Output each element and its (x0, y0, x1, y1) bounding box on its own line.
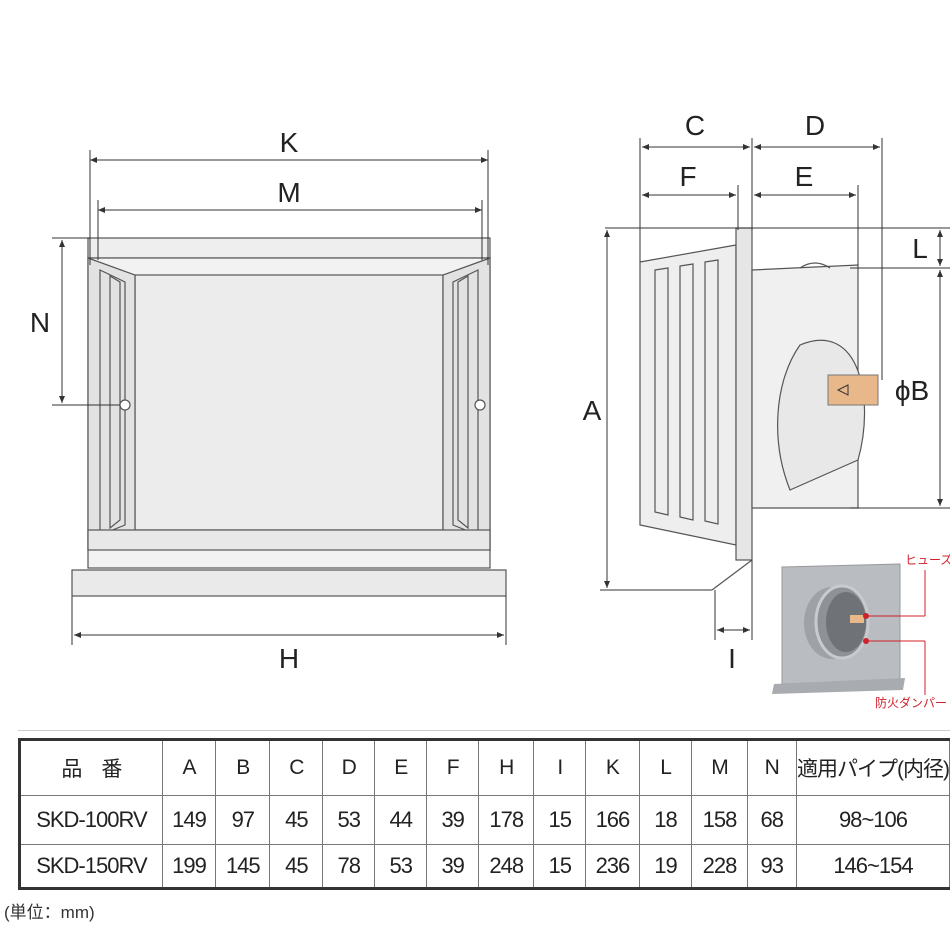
dim-K: K (280, 127, 299, 158)
table-cell: 18 (638, 795, 693, 845)
technical-drawing: K M N H C D F E L A ϕB I (30, 110, 950, 710)
table-cell: SKD-150RV (19, 844, 163, 889)
dim-phiB: ϕB (895, 375, 929, 406)
header-cell: L (638, 739, 693, 796)
fire-damper-label: 防火ダンパー (875, 695, 947, 710)
table-cell: 97 (215, 795, 271, 845)
header-cell: F (426, 739, 480, 796)
table-cell: 98~106 (795, 795, 950, 845)
dim-F: F (679, 161, 696, 192)
table-cell: 228 (691, 844, 748, 889)
table-cell: 19 (638, 844, 693, 889)
side-view (639, 227, 866, 591)
dim-N: N (30, 307, 50, 338)
front-dimension-lines (52, 150, 507, 645)
header-cell: B (215, 739, 271, 796)
table-header-row: 品 番 A B C D E F H I K L M N 適用パイプ(内径) (19, 739, 950, 796)
header-cell: I (533, 739, 587, 796)
header-cell: A (161, 739, 217, 796)
dim-L: L (912, 233, 928, 264)
table-cell: 248 (478, 844, 535, 889)
dim-H: H (279, 643, 299, 674)
table-cell: 199 (161, 844, 217, 889)
header-cell: 適用パイプ(内径) (795, 739, 950, 796)
table-cell: 53 (322, 795, 376, 845)
front-view (71, 237, 507, 597)
header-cell: N (746, 739, 797, 796)
table-cell: 145 (215, 844, 271, 889)
table-cell: SKD-100RV (19, 795, 163, 845)
table-cell: 178 (478, 795, 535, 845)
table-cell: 45 (269, 795, 324, 845)
table-cell: 15 (533, 844, 587, 889)
dim-A: A (583, 395, 602, 426)
table-cell: 39 (426, 795, 480, 845)
table-cell: 146~154 (795, 844, 950, 889)
table-cell: 45 (269, 844, 324, 889)
dim-E: E (795, 161, 814, 192)
fuse-tag (827, 374, 879, 406)
table-row: SKD-100RV 149 97 45 53 44 39 178 15 166 … (19, 795, 950, 845)
table-cell: 53 (374, 844, 428, 889)
table-cell: 78 (322, 844, 376, 889)
fuse-label: ヒューズ (905, 552, 950, 567)
table-cell: 149 (161, 795, 217, 845)
header-cell: E (374, 739, 428, 796)
header-cell: 品 番 (19, 739, 163, 796)
unit-note: (単位：mm) (4, 903, 95, 922)
dim-M: M (277, 177, 300, 208)
table-cell: 44 (374, 795, 428, 845)
dim-D: D (805, 110, 825, 141)
header-cell: M (691, 739, 748, 796)
table-cell: 68 (746, 795, 797, 845)
divider (18, 730, 950, 731)
spec-table: 品 番 A B C D E F H I K L M N 適用パイプ(内径) SK… (18, 738, 950, 890)
table-cell: 236 (585, 844, 640, 889)
table-cell: 15 (533, 795, 587, 845)
table-cell: 93 (746, 844, 797, 889)
header-cell: H (478, 739, 535, 796)
table-row: SKD-150RV 199 145 45 78 53 39 248 15 236… (19, 844, 950, 889)
header-cell: D (322, 739, 376, 796)
side-dimension-lines (600, 138, 950, 640)
header-cell: C (269, 739, 324, 796)
table-cell: 158 (691, 795, 748, 845)
dim-C: C (685, 110, 705, 141)
fuse-arrow-icon (836, 384, 849, 396)
table-cell: 166 (585, 795, 640, 845)
header-cell: K (585, 739, 640, 796)
table-cell: 39 (426, 844, 480, 889)
product-photo (772, 563, 926, 695)
dim-I: I (728, 643, 736, 674)
